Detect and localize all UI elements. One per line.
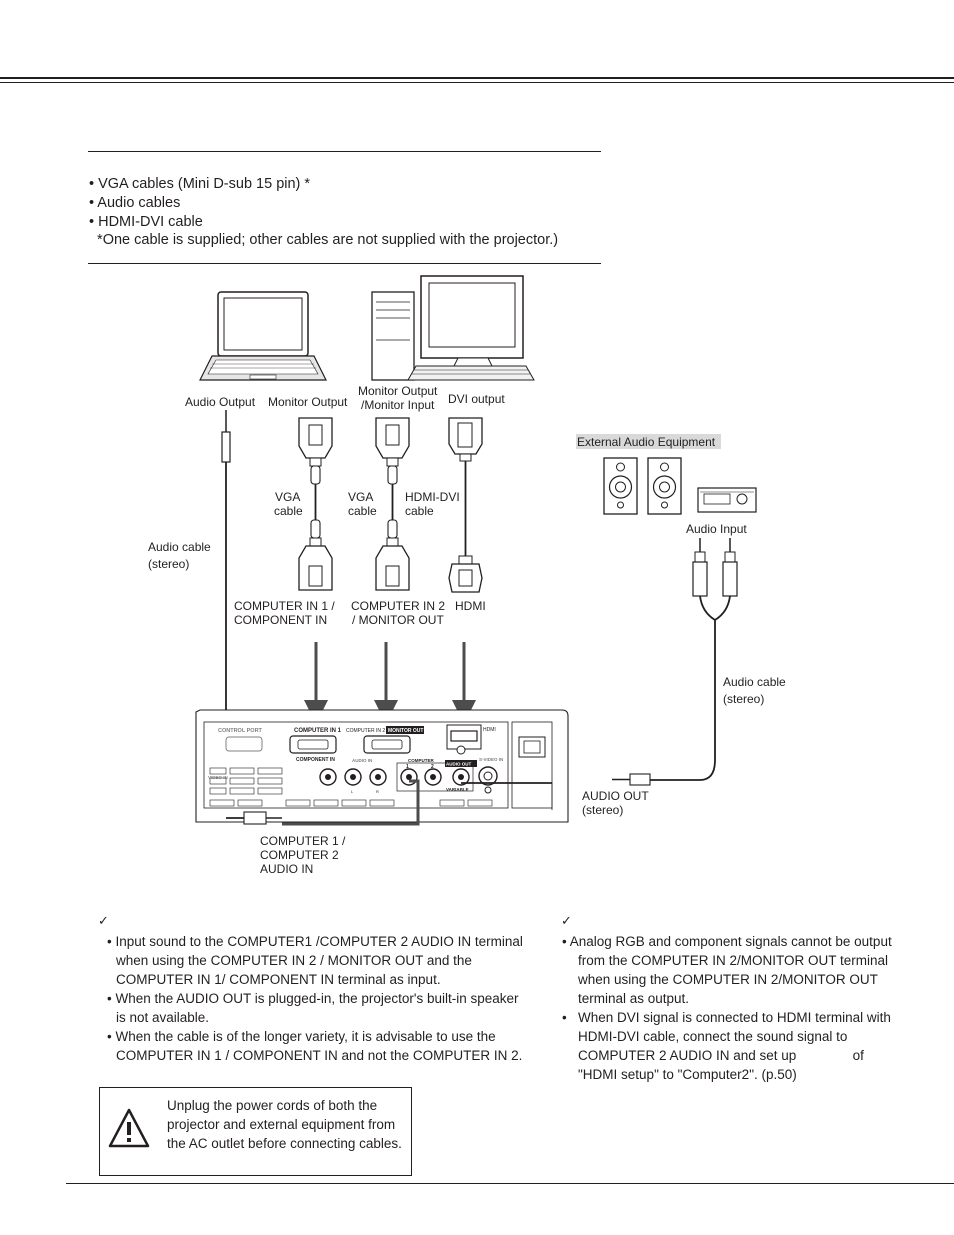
panel-label-s-video-in: S-VIDEO IN xyxy=(479,757,503,762)
speaker-right-icon xyxy=(647,457,682,515)
computer-audio-cable xyxy=(226,779,420,826)
label-audio-cable-left-b: (stereo) xyxy=(148,557,190,571)
cable-item-audio: • Audio cables xyxy=(89,195,181,211)
panel-label-n2: 2 xyxy=(431,764,434,770)
notes-left: • Input sound to the COMPUTER1 /COMPUTER… xyxy=(107,932,527,1065)
label-computer-audio-b: COMPUTER 2 xyxy=(260,848,339,862)
panel-label-audio-out: AUDIO OUT xyxy=(446,762,472,767)
panel-label-r: R xyxy=(376,789,379,794)
label-hdmi-dvi-b: cable xyxy=(405,504,434,518)
cables-rule-bottom xyxy=(88,263,601,264)
panel-label-n1: 1 xyxy=(406,764,409,770)
warning-icon xyxy=(108,1108,150,1148)
cables-rule-top xyxy=(88,151,601,152)
note-right-1: • Analog RGB and component signals canno… xyxy=(562,934,892,1006)
panel-label-computer: COMPUTER xyxy=(408,758,435,763)
header-rule-bottom xyxy=(0,82,954,83)
notes-right-check: ✓ xyxy=(561,913,572,928)
panel-label-l: L xyxy=(351,789,354,794)
panel-label-control-port: CONTROL PORT xyxy=(218,728,263,734)
note-left-1: • Input sound to the COMPUTER1 /COMPUTER… xyxy=(107,934,523,987)
panel-label-video-in: VIDEO IN xyxy=(208,775,228,780)
footer-rule xyxy=(66,1183,954,1184)
cable-item-vga: • VGA cables (Mini D-sub 15 pin) * xyxy=(89,176,311,192)
label-audio-out-b: (stereo) xyxy=(582,803,624,817)
panel-label-computer-in1: COMPUTER IN 1 xyxy=(294,728,342,734)
caution-box: Unplug the power cords of both the proje… xyxy=(99,1087,412,1176)
label-audio-cable-right-b: (stereo) xyxy=(723,692,765,706)
caution-text: Unplug the power cords of both the proje… xyxy=(167,1098,402,1151)
notes-right: • Analog RGB and component signals canno… xyxy=(562,932,892,1084)
panel-label-audio-in: AUDIO IN xyxy=(352,758,372,763)
amplifier-icon xyxy=(697,487,757,513)
label-vga-cable-1b: cable xyxy=(274,504,303,518)
label-vga-cable-1a: VGA xyxy=(275,490,301,504)
label-audio-out-a: AUDIO OUT xyxy=(582,789,649,803)
projector-panel xyxy=(195,709,569,823)
panel-label-computer-in2: COMPUTER IN 2 / xyxy=(346,728,389,734)
label-monitor-output: Monitor Output xyxy=(268,395,348,409)
label-monitor-output-input-1: Monitor Output xyxy=(358,384,438,398)
label-vga-cable-2b: cable xyxy=(348,504,377,518)
vga-connector-2 xyxy=(375,417,410,591)
note-left-3: • When the cable is of the longer variet… xyxy=(107,1029,523,1063)
label-audio-cable-left-a: Audio cable xyxy=(148,540,211,554)
panel-label-monitor-out: MONITOR OUT xyxy=(388,728,423,734)
header-rule-top xyxy=(0,77,954,79)
cable-supply-note: *One cable is supplied; other cables are… xyxy=(89,232,559,248)
vga-connector-1-top xyxy=(298,417,333,591)
external-audio-bg xyxy=(576,434,721,449)
panel-labels: CONTROL PORT COMPUTER IN 1 COMPUTER IN 2… xyxy=(208,726,503,794)
rca-plugs-icon xyxy=(612,538,738,786)
monitor-icon xyxy=(420,275,524,367)
label-monitor-output-input-2: /Monitor Input xyxy=(361,398,435,412)
hdmi-dvi-connector xyxy=(448,417,483,593)
label-external-audio: External Audio Equipment xyxy=(577,435,716,449)
label-audio-input: Audio Input xyxy=(686,522,747,536)
keyboard-icon xyxy=(407,365,535,381)
speaker-left-icon xyxy=(603,457,638,515)
laptop-icon xyxy=(199,291,327,381)
label-comp-in2-b: / MONITOR OUT xyxy=(352,613,444,627)
label-comp-in1-a: COMPUTER IN 1 / xyxy=(234,599,335,613)
panel-label-variable: VARIABLE xyxy=(446,787,469,792)
audio-out-cable xyxy=(461,782,553,810)
label-computer-audio-a: COMPUTER 1 / xyxy=(260,834,346,848)
label-comp-in1-b: COMPONENT IN xyxy=(234,613,328,627)
label-dvi-output: DVI output xyxy=(448,392,505,406)
note-left-2: • When the AUDIO OUT is plugged-in, the … xyxy=(107,991,519,1025)
panel-label-hdmi: HDMI xyxy=(483,727,496,733)
note-right-2: • When DVI signal is connected to HDMI t… xyxy=(562,1010,895,1082)
desktop-tower-icon xyxy=(371,291,415,381)
label-audio-cable-right-a: Audio cable xyxy=(723,675,786,689)
label-vga-cable-2a: VGA xyxy=(348,490,374,504)
panel-label-component-in: COMPONENT IN xyxy=(296,757,335,763)
label-comp-in2-a: COMPUTER IN 2 xyxy=(351,599,446,613)
label-computer-audio-c: AUDIO IN xyxy=(260,862,314,876)
label-hdmi-dvi-a: HDMI-DVI xyxy=(405,490,460,504)
cable-item-hdmi-dvi: • HDMI-DVI cable xyxy=(89,214,203,230)
label-hdmi: HDMI xyxy=(455,599,486,613)
notes-left-check: ✓ xyxy=(98,913,109,928)
label-audio-output: Audio Output xyxy=(185,395,256,409)
